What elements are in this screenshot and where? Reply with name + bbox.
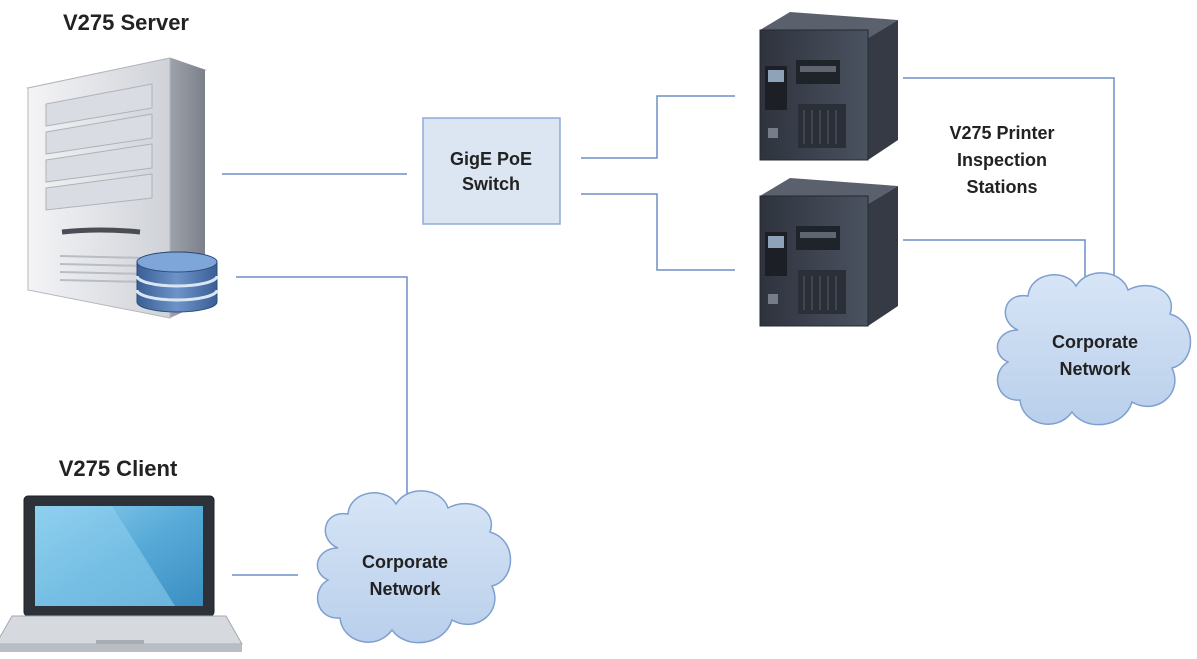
- right-cloud-label-line1: Corporate: [1052, 332, 1138, 352]
- cloud-icon: Corporate Network: [316, 490, 512, 644]
- cloud-icon: Corporate Network: [996, 272, 1192, 426]
- stations-label-line3: Stations: [966, 177, 1037, 197]
- switch-label-line2: Switch: [462, 174, 520, 194]
- database-icon: [135, 251, 219, 313]
- printer-bottom-to-right-cloud-line: [903, 239, 1086, 278]
- switch-label-line1: GigE PoE: [450, 149, 532, 169]
- left-cloud-label-line2: Network: [369, 579, 441, 599]
- stations-label-line1: V275 Printer: [949, 123, 1054, 143]
- connection-lines: [222, 77, 1115, 576]
- printer-top-to-right-cloud-line: [903, 77, 1115, 278]
- switch-to-printer-top-line: [581, 95, 735, 159]
- server-to-left-cloud-line: [236, 276, 408, 496]
- switch-box: GigE PoE Switch: [422, 117, 561, 225]
- label-printer-icon: [759, 178, 898, 327]
- server-label: V275 Server: [63, 10, 189, 35]
- client-label: V275 Client: [59, 456, 178, 481]
- right-cloud-label-line2: Network: [1059, 359, 1131, 379]
- switch-to-printer-bottom-line: [581, 193, 735, 271]
- left-cloud-label-line1: Corporate: [362, 552, 448, 572]
- stations-label-line2: Inspection: [957, 150, 1047, 170]
- laptop-icon: [0, 495, 243, 652]
- label-printer-icon: [759, 12, 898, 161]
